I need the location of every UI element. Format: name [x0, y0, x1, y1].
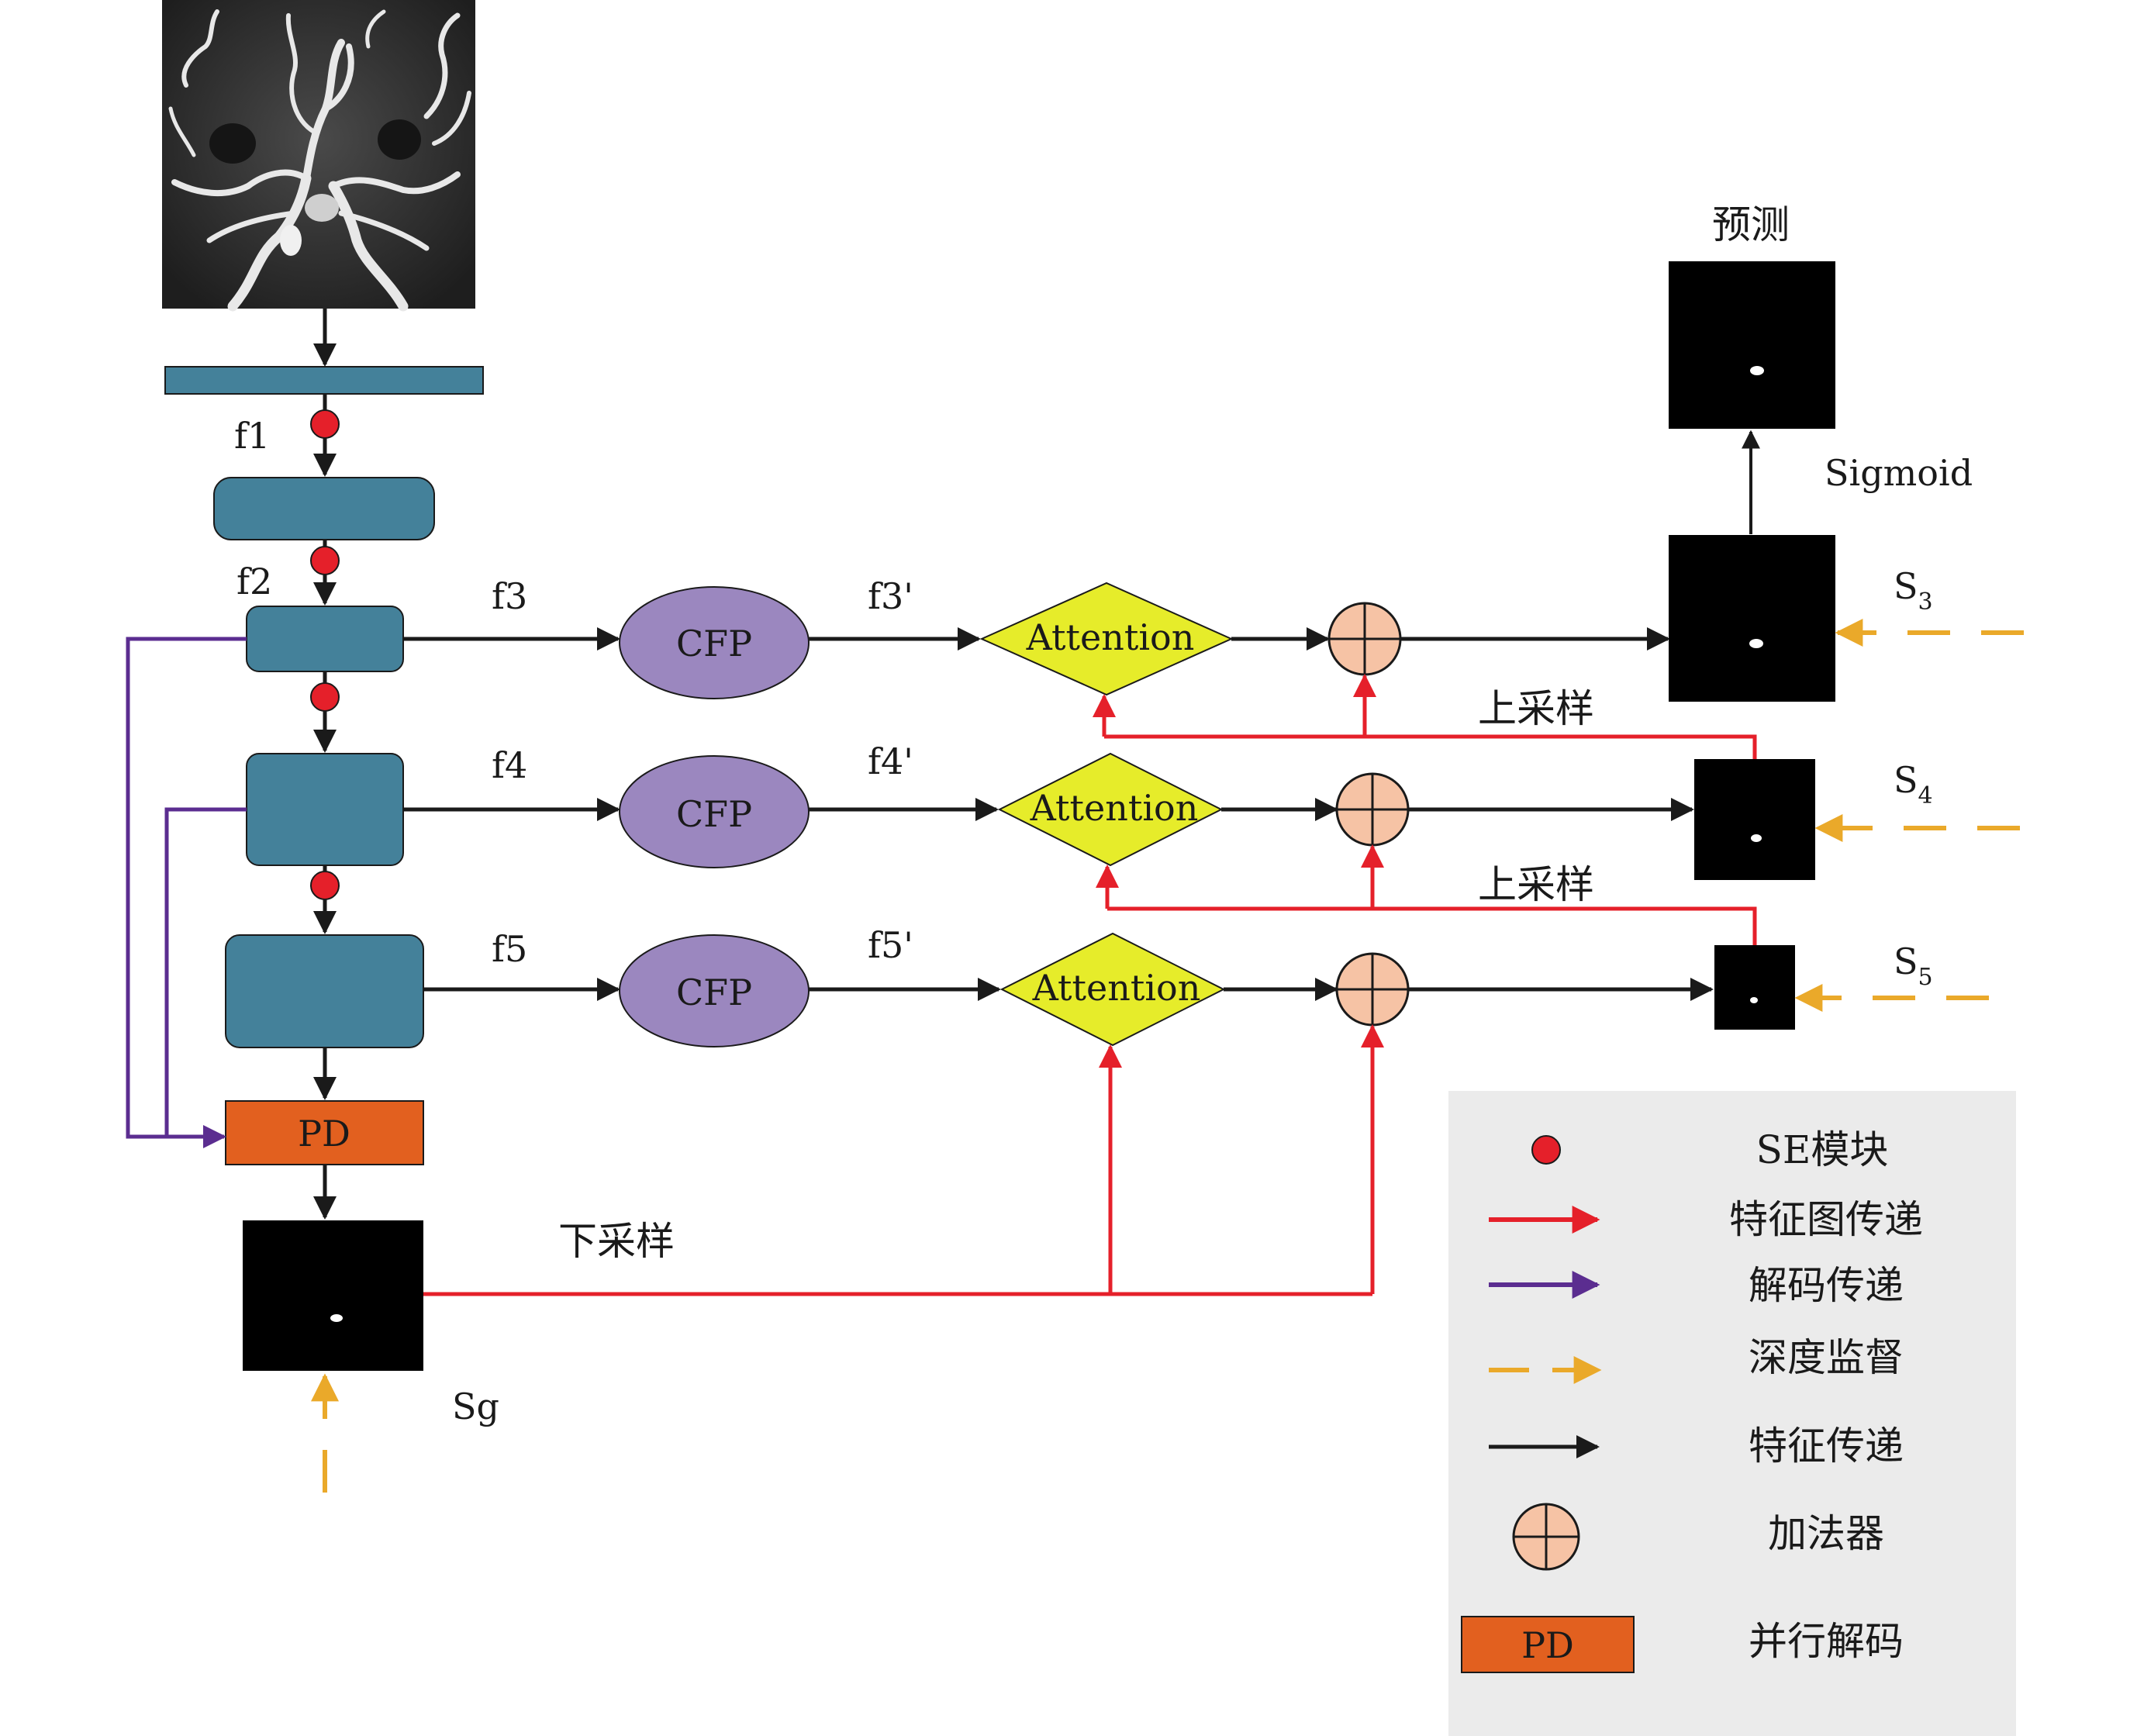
se-dot [310, 409, 340, 439]
cfp-label-3: CFP [676, 623, 752, 664]
pd-block-label: PD [298, 1113, 350, 1154]
encoder-block-4 [225, 934, 424, 1048]
attention-label-4: Attention [1030, 787, 1199, 829]
encoder-block-2 [246, 606, 404, 672]
s4-output-map [1694, 759, 1815, 880]
legend-pd-icon-label: PD [1521, 1624, 1574, 1666]
label-upsample-2: 上采样 [1478, 862, 1594, 907]
s3-output-map [1669, 535, 1835, 702]
label-f4: f4 [492, 744, 527, 786]
upsample-path-s4 [1104, 734, 1757, 759]
label-f1: f1 [234, 415, 270, 457]
s4-lesion-spot [1751, 834, 1762, 842]
sg-prediction-map [243, 1220, 423, 1371]
legend-deep-supervision: 深度监督 [1749, 1335, 1904, 1380]
decode-paths [126, 637, 247, 1148]
se-dot [310, 546, 340, 575]
legend-feature-map-pass: 特征图传递 [1729, 1197, 1923, 1242]
label-downsample: 下采样 [558, 1219, 675, 1264]
label-f2: f2 [236, 561, 272, 602]
encoder-block-1 [213, 477, 435, 540]
label-f4-prime: f4' [868, 740, 913, 782]
se-dot [310, 682, 340, 712]
legend-adder-icon [1512, 1503, 1580, 1571]
adder-node-5 [1335, 952, 1410, 1027]
legend-decode-pass: 解码传递 [1749, 1263, 1904, 1308]
legend-se-dot-icon [1531, 1135, 1561, 1165]
feature-map-paths: 上采样 上采样 下采样 [423, 674, 1757, 1296]
legend-pd-icon [1461, 1616, 1635, 1673]
label-f5: f5 [492, 928, 527, 970]
adder-node-3 [1327, 602, 1402, 676]
row-f5: f5 CFP f5' Attention [423, 924, 1714, 1047]
legend-adder: 加法器 [1768, 1511, 1884, 1556]
legend-se-module: SE模块 [1756, 1127, 1889, 1172]
legend: SE模块 特征图传递 解码传递 深度监督 特征传递 加法器 PD 并行解码 [1448, 1091, 2016, 1736]
s5-lesion-spot [1750, 997, 1758, 1003]
label-f5-prime: f5' [868, 924, 913, 966]
label-s5: S5 [1894, 940, 1933, 991]
attention-label-3: Attention [1026, 616, 1195, 658]
legend-parallel-decode: 并行解码 [1749, 1619, 1904, 1664]
label-sg: Sg [452, 1386, 499, 1427]
sg-lesion-spot [330, 1314, 343, 1322]
label-f3-prime: f3' [868, 575, 913, 617]
label-upsample-1: 上采样 [1478, 686, 1594, 731]
decode-path-outer [126, 637, 247, 1148]
label-sigmoid: Sigmoid [1825, 452, 1973, 494]
cfp-label-5: CFP [676, 972, 752, 1013]
input-mra-image [162, 0, 475, 312]
cfp-node-3 [619, 586, 810, 699]
encoder-block-3 [246, 753, 404, 866]
stem-layer [164, 366, 484, 395]
label-s4: S4 [1894, 759, 1933, 809]
decode-path-inner [164, 807, 247, 1137]
legend-feature-pass: 特征传递 [1749, 1424, 1904, 1469]
s5-output-map [1714, 945, 1795, 1030]
label-s3: S3 [1894, 565, 1933, 616]
row-f3: f3 CFP f3' Attention [403, 575, 1670, 699]
final-prediction-map [1669, 261, 1835, 429]
se-dot [310, 871, 340, 900]
label-f3: f3 [492, 575, 527, 617]
row-f4: f4 CFP f4' Attention [403, 740, 1694, 868]
upsample-path-s5 [1107, 906, 1757, 945]
adder-node-4 [1335, 772, 1410, 847]
cfp-label-4: CFP [676, 793, 752, 835]
attention-label-5: Attention [1032, 967, 1201, 1009]
encoder-column: f1 f2 PD Sg [164, 309, 499, 1493]
label-prediction: 预测 [1712, 202, 1790, 247]
cfp-node-4 [619, 755, 810, 868]
output-maps: 预测 Sigmoid S3 S4 S5 [1669, 202, 2024, 1030]
final-lesion-spot [1750, 366, 1764, 375]
s3-lesion-spot [1749, 639, 1763, 648]
